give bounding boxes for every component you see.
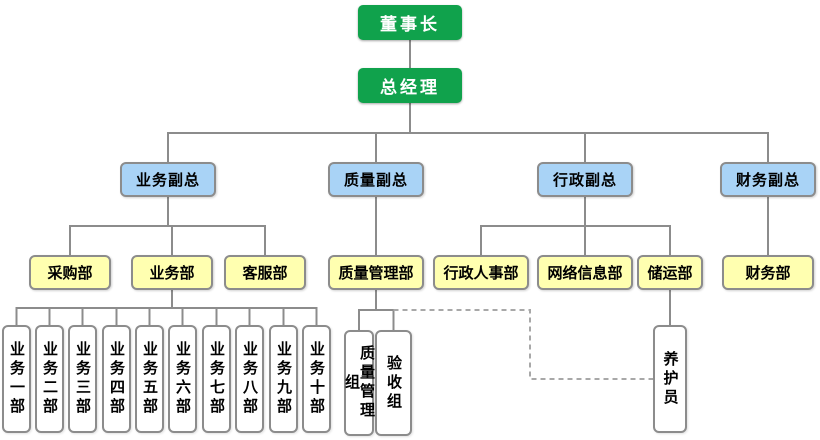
node-team-biz-2: 业务二部 [35, 325, 64, 433]
node-dept-finance: 财务部 [722, 255, 814, 290]
node-team-biz-3: 业务三部 [68, 325, 97, 433]
node-vp-business: 业务副总 [120, 162, 216, 197]
node-dept-quality-mgmt: 质量管理部 [328, 255, 424, 290]
node-team-biz-7: 业务七部 [202, 325, 231, 433]
node-team-acceptance: 验收组 [375, 330, 412, 436]
node-team-biz-4: 业务四部 [102, 325, 131, 433]
node-vp-finance: 财务副总 [720, 162, 816, 197]
node-team-biz-5: 业务五部 [135, 325, 164, 433]
dashed-connector-line [393, 309, 653, 380]
node-team-biz-8: 业务八部 [235, 325, 264, 433]
node-dept-network-info: 网络信息部 [537, 255, 633, 290]
node-vp-quality: 质量副总 [328, 162, 424, 197]
node-team-biz-9: 业务九部 [269, 325, 298, 433]
node-gm: 总经理 [358, 68, 462, 103]
node-team-biz-1: 业务一部 [2, 325, 31, 433]
node-team-biz-6: 业务六部 [168, 325, 197, 433]
node-team-maintenance: 养护员 [653, 325, 687, 433]
node-team-biz-10: 业务十部 [302, 325, 331, 433]
node-vp-admin: 行政副总 [537, 162, 633, 197]
node-dept-business: 业务部 [131, 255, 213, 290]
node-dept-storage: 储运部 [637, 255, 703, 290]
node-chairman: 董事长 [358, 5, 462, 40]
node-dept-customer-service: 客服部 [224, 255, 306, 290]
node-dept-purchasing: 采购部 [29, 255, 111, 290]
node-dept-admin-hr: 行政人事部 [433, 255, 529, 290]
node-team-qc-group: 质量管理组 [343, 330, 375, 436]
